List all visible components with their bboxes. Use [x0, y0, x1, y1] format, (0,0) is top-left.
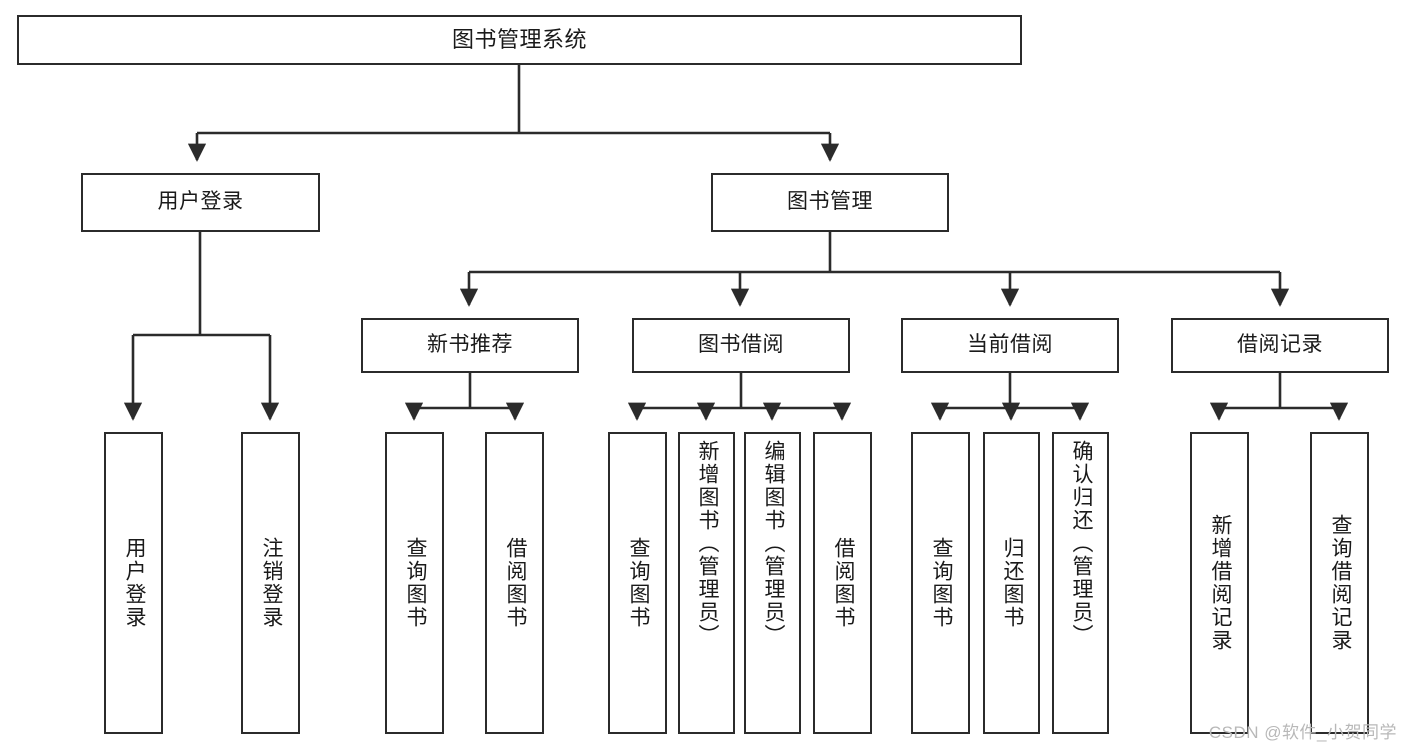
- node-label: 新书推荐: [427, 333, 513, 357]
- node-book-manage[interactable]: 图书管理: [711, 173, 949, 232]
- node-label: 查询图书: [929, 537, 953, 629]
- node-label: 查询图书: [626, 537, 650, 629]
- node-label: 新增借阅记录: [1208, 514, 1232, 652]
- node-leaf-confirm-return[interactable]: 确认归还（管理员）: [1052, 432, 1109, 734]
- node-leaf-return-book[interactable]: 归还图书: [983, 432, 1040, 734]
- csdn-watermark: CSDN @软件_小贺同学: [1208, 723, 1397, 742]
- node-label: 归还图书: [1000, 537, 1024, 629]
- node-leaf-add-book[interactable]: 新增图书（管理员）: [678, 432, 735, 734]
- node-label: 图书借阅: [698, 333, 784, 357]
- node-new-book-recommend[interactable]: 新书推荐: [361, 318, 579, 373]
- node-label: 注销登录: [259, 537, 283, 629]
- node-root-system[interactable]: 图书管理系统: [17, 15, 1022, 65]
- node-leaf-edit-book[interactable]: 编辑图书（管理员）: [744, 432, 801, 734]
- node-leaf-query-book-2[interactable]: 查询图书: [608, 432, 667, 734]
- node-book-borrow[interactable]: 图书借阅: [632, 318, 850, 373]
- node-leaf-logout-login[interactable]: 注销登录: [241, 432, 300, 734]
- node-leaf-borrow-book-2[interactable]: 借阅图书: [813, 432, 872, 734]
- node-label: 用户登录: [122, 537, 146, 629]
- node-label: 新增图书（管理员）: [695, 440, 719, 647]
- node-user-login[interactable]: 用户登录: [81, 173, 320, 232]
- node-label: 查询借阅记录: [1328, 514, 1352, 652]
- node-label: 借阅记录: [1237, 333, 1323, 357]
- node-leaf-borrow-book-1[interactable]: 借阅图书: [485, 432, 544, 734]
- node-leaf-query-borrow-record[interactable]: 查询借阅记录: [1310, 432, 1369, 734]
- node-label: 查询图书: [403, 537, 427, 629]
- node-label: 编辑图书（管理员）: [761, 440, 785, 647]
- node-label: 图书管理: [787, 190, 873, 214]
- node-leaf-query-book-1[interactable]: 查询图书: [385, 432, 444, 734]
- node-borrow-record[interactable]: 借阅记录: [1171, 318, 1389, 373]
- node-label: 当前借阅: [967, 333, 1053, 357]
- node-label: 图书管理系统: [451, 27, 587, 53]
- node-label: 借阅图书: [831, 537, 855, 629]
- node-label: 借阅图书: [503, 537, 527, 629]
- node-label: 确认归还（管理员）: [1069, 440, 1093, 647]
- node-leaf-add-borrow-record[interactable]: 新增借阅记录: [1190, 432, 1249, 734]
- node-leaf-query-book-3[interactable]: 查询图书: [911, 432, 970, 734]
- node-current-borrow[interactable]: 当前借阅: [901, 318, 1119, 373]
- node-leaf-user-login[interactable]: 用户登录: [104, 432, 163, 734]
- node-label: 用户登录: [157, 190, 244, 214]
